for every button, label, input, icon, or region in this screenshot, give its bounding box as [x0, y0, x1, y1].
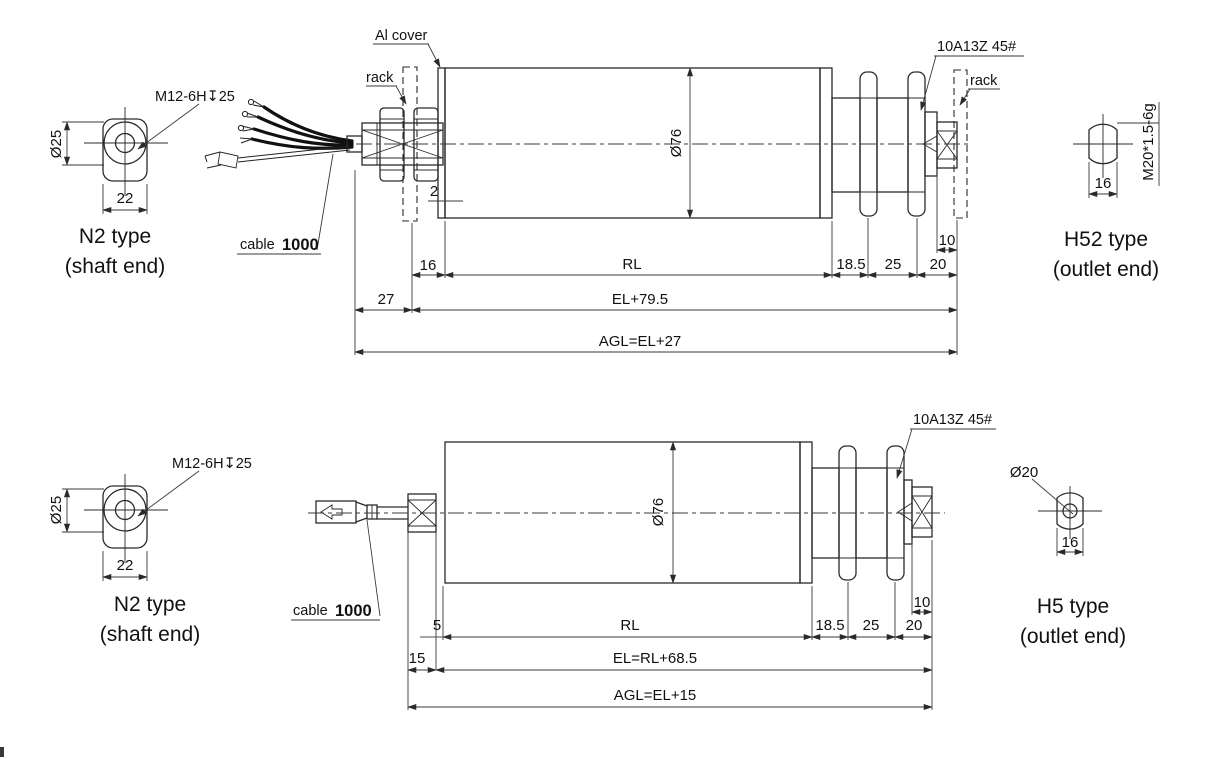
bottom-n2-detail-view: M12-6H↧25 Ø25 22 N2 type (shaft end) [48, 456, 252, 646]
top-rack-left-label: rack [366, 70, 394, 86]
top-dim-el: EL+79.5 [612, 291, 668, 308]
top-dim-25: 25 [885, 256, 902, 273]
connector-arrow-icon [320, 504, 343, 520]
bottom-sprocket-label: 10A13Z 45# [913, 412, 992, 428]
top-cable-length: 1000 [282, 236, 319, 254]
bottom-dia20-label: Ø20 [1010, 464, 1038, 481]
top-h52-subtitle: (outlet end) [1053, 258, 1159, 281]
top-m20-thread-label: M20*1.5-6g [1140, 103, 1157, 181]
bottom-dim-5: 5 [433, 617, 441, 634]
bottom-dim-agl: AGL=EL+15 [614, 687, 697, 704]
top-drawing: M12-6H↧25 Ø25 22 N2 type (shaft end) [48, 28, 1160, 356]
top-dim-rl: RL [622, 256, 641, 273]
bottom-dia76-label: Ø76 [650, 498, 667, 526]
top-n2-subtitle: (shaft end) [65, 255, 165, 278]
bottom-dimensions: 5 RL 18.5 25 20 10 15 EL=RL+68.5 AGL=EL+… [407, 540, 933, 711]
bottom-dim-rl: RL [620, 617, 639, 634]
top-dia76-label: Ø76 [668, 129, 685, 157]
bottom-dim-15: 15 [409, 650, 426, 667]
bottom-h5-flat16: 16 [1062, 534, 1079, 551]
top-dia25-label: Ø25 [48, 130, 65, 158]
bottom-connector-assembly: cable 1000 [291, 493, 437, 710]
bottom-drawing: M12-6H↧25 Ø25 22 N2 type (shaft end) cab… [48, 412, 1126, 711]
top-n2-detail-view: M12-6H↧25 Ø25 22 N2 type (shaft end) [48, 89, 235, 278]
bottom-n2-title: N2 type [114, 593, 186, 616]
top-cover-thickness: 2 [430, 183, 438, 200]
top-flat22-label: 22 [117, 190, 134, 207]
top-dim-20: 20 [930, 256, 947, 273]
top-sprocket-label: 10A13Z 45# [937, 39, 1016, 55]
bottom-dim-18-5: 18.5 [815, 617, 844, 634]
top-dim-27: 27 [378, 291, 395, 308]
top-al-cover-label: Al cover [375, 28, 428, 44]
top-h52-title: H52 type [1064, 228, 1148, 251]
top-rack-right-label: rack [970, 73, 998, 89]
bottom-h5-title: H5 type [1037, 595, 1109, 618]
scan-artifact [0, 747, 4, 757]
top-dim-16: 16 [420, 257, 437, 274]
top-dimensions: 16 RL 18.5 25 20 10 27 EL+79.5 AGL=EL+27 [354, 170, 958, 356]
top-h52-flat16: 16 [1095, 175, 1112, 192]
bottom-dim-el: EL=RL+68.5 [613, 650, 697, 667]
top-dim-18-5: 18.5 [836, 256, 865, 273]
bottom-m12-thread-label: M12-6H↧25 [172, 456, 252, 472]
bottom-h5-detail-view: Ø20 16 H5 type (outlet end) [1010, 464, 1126, 648]
top-dim-10: 10 [939, 232, 956, 249]
top-m12-thread-label: M12-6H↧25 [155, 89, 235, 105]
bottom-dia25-label: Ø25 [48, 496, 65, 524]
bottom-dim-25: 25 [863, 617, 880, 634]
top-dim-agl: AGL=EL+27 [599, 333, 682, 350]
cable-terminals-icon [237, 98, 265, 144]
bottom-dim-20: 20 [906, 617, 923, 634]
bottom-roller-body: Ø76 [444, 441, 813, 584]
bottom-dim-10: 10 [914, 594, 931, 611]
bottom-flat22-label: 22 [117, 557, 134, 574]
top-n2-title: N2 type [79, 225, 151, 248]
top-right-sprocket-assembly: rack 10A13Z 45# [831, 39, 1024, 219]
top-cable-assembly: cable 1000 [204, 98, 363, 255]
ground-terminal-icon [204, 151, 239, 169]
bottom-right-sprocket-assembly: 10A13Z 45# [811, 412, 996, 581]
bottom-cable-length: 1000 [335, 602, 372, 620]
top-cable-label: cable [240, 237, 275, 253]
bottom-h5-subtitle: (outlet end) [1020, 625, 1126, 648]
al-cover [437, 67, 446, 219]
bottom-cable-label: cable [293, 603, 328, 619]
top-h52-detail-view: 16 M20*1.5-6g H52 type (outlet end) [1053, 102, 1160, 281]
bottom-n2-subtitle: (shaft end) [100, 623, 200, 646]
